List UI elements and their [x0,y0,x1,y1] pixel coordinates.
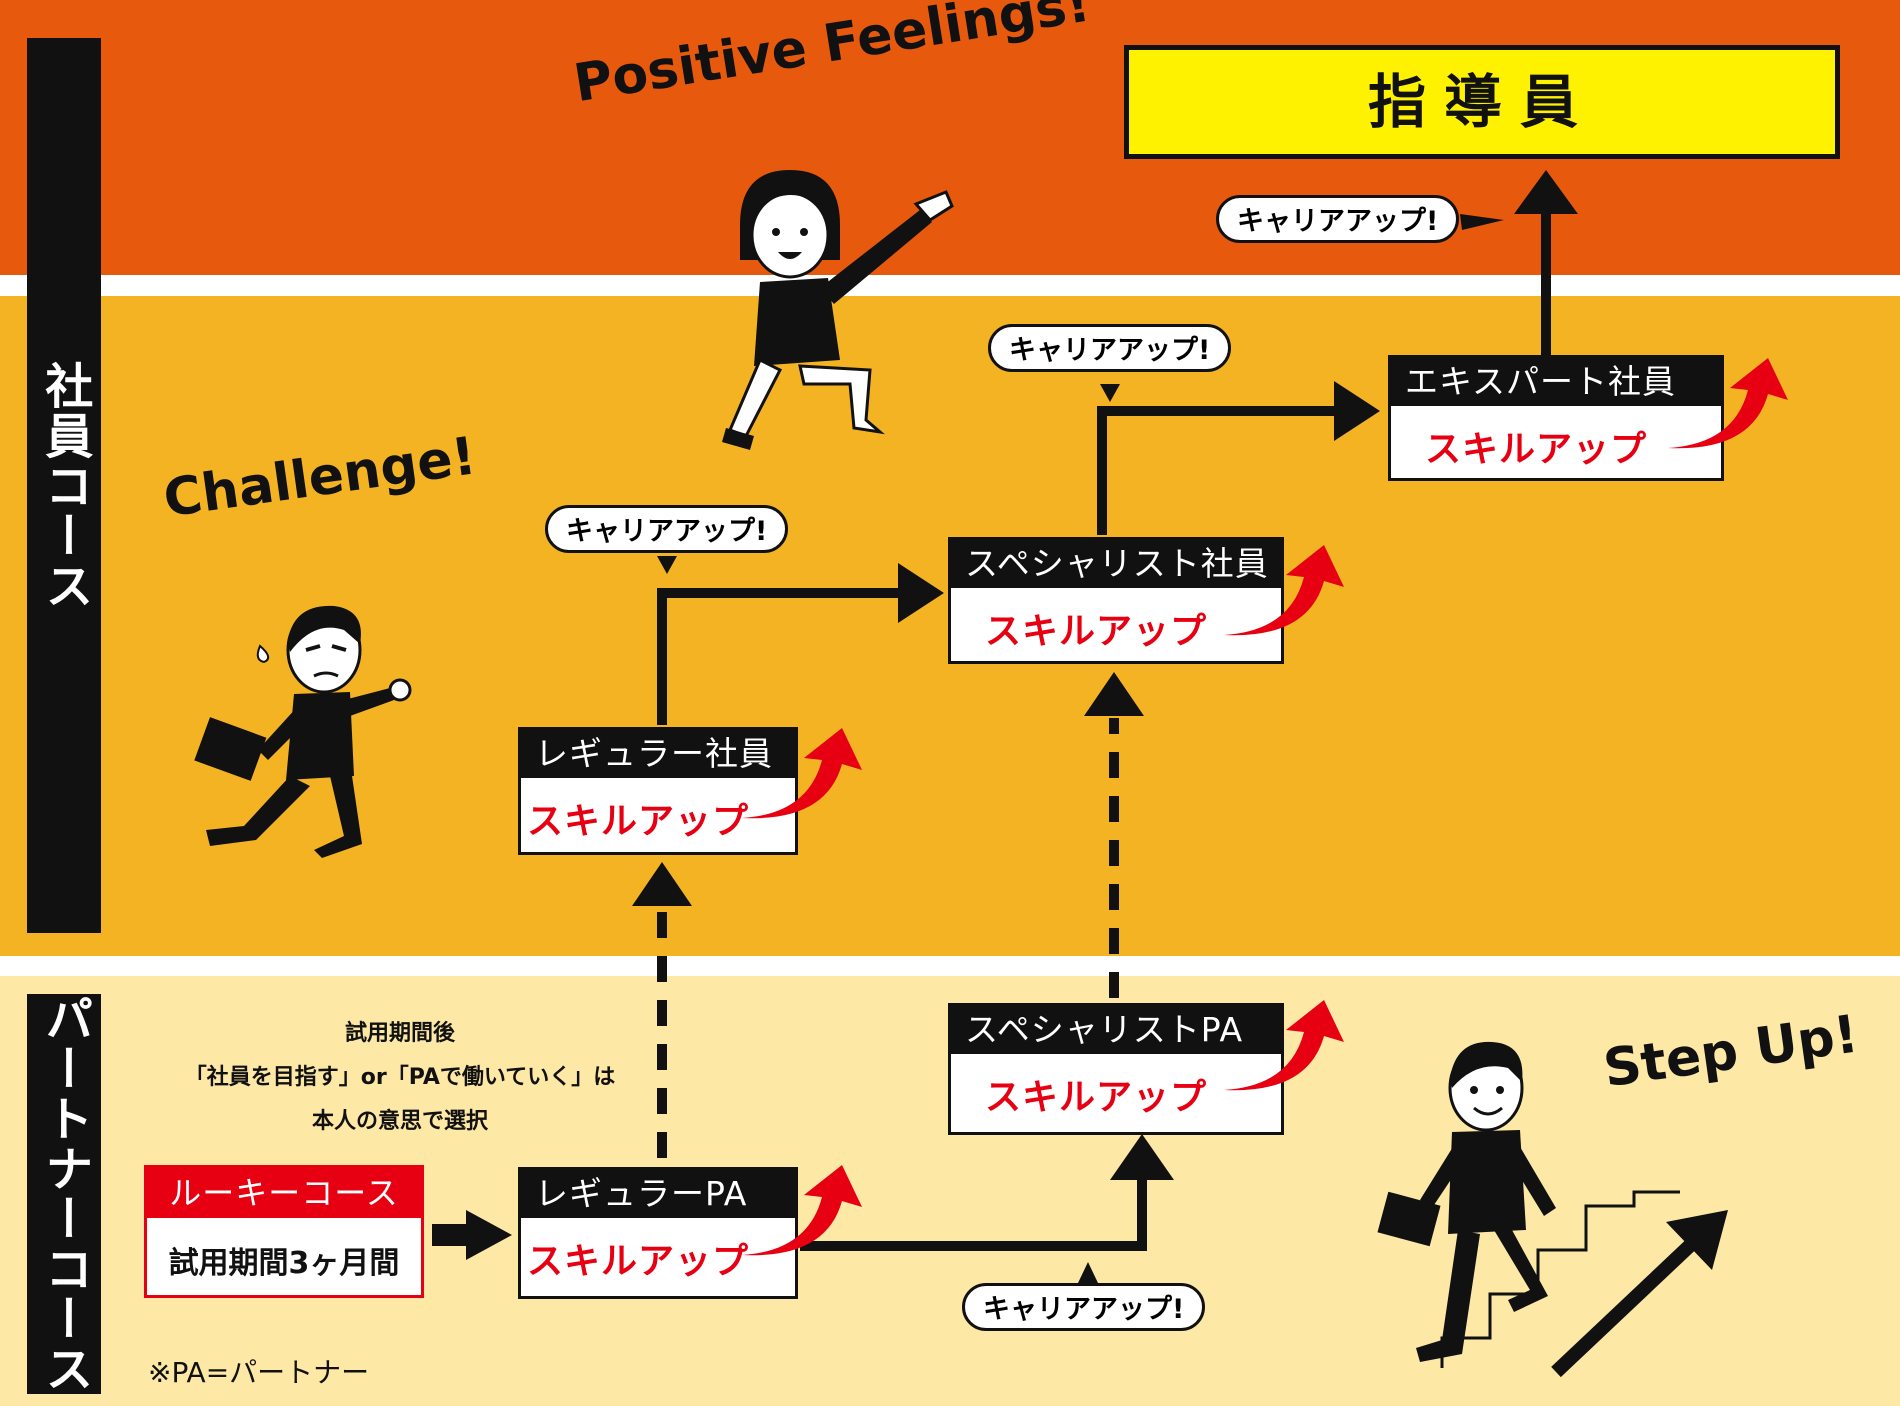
career-up-bubble: キャリアアップ! [962,1283,1206,1331]
note-line: 「社員を目指す」or「PAで働いていく」は [184,1065,616,1090]
career-up-bubble: キャリアアップ! [1216,195,1460,243]
stair-climbing-man-illustration [1377,1041,1556,1362]
skill-up-arrow-icon [742,728,862,819]
course-specialist-employee: スペシャリスト社員 スキルアップ [948,537,1284,664]
course-specialist-pa: スペシャリストPA スキルアップ [948,1003,1284,1135]
skill-up-label: スキルアップ [526,1241,749,1282]
skill-up-arrow-icon [1224,545,1344,636]
course-expert-employee: エキスパート社員 スキルアップ [1388,355,1724,481]
rookie-title: ルーキーコース [147,1168,421,1218]
skill-up-label: スキルアップ [526,801,749,842]
selection-note: 試用期間後 「社員を目指す」or「PAで働いていく」は 本人の意思で選択 [130,1012,670,1144]
partner-course-label: パートナーコース [27,994,101,1394]
career-up-bubble: キャリアアップ! [545,505,789,553]
skill-up-arrow-icon [1224,1000,1344,1091]
course-regular-pa: レギュラーPA スキルアップ [518,1167,798,1299]
rookie-body: 試用期間3ヶ月間 [168,1246,400,1281]
pa-footnote: ※PA=パートナー [148,1356,370,1389]
course-title: レギュラーPA [521,1170,795,1218]
course-title: スペシャリスト社員 [951,540,1281,588]
instructor-box: 指導員 [1124,45,1840,159]
course-regular-employee: レギュラー社員 スキルアップ [518,727,798,855]
course-title: エキスパート社員 [1391,358,1721,406]
skill-up-arrow-icon [1668,358,1788,449]
career-up-bubble: キャリアアップ! [988,324,1232,372]
employee-course-label: 社員コース [27,38,101,933]
note-line: 試用期間後 [344,1021,455,1046]
course-title: レギュラー社員 [521,730,795,778]
note-line: 本人の意思で選択 [311,1109,488,1134]
skill-up-label: スキルアップ [984,1077,1207,1118]
rookie-course-box: ルーキーコース 試用期間3ヶ月間 [144,1165,424,1298]
skill-up-arrow-icon [742,1165,862,1256]
skill-up-label: スキルアップ [1424,429,1647,470]
skill-up-label: スキルアップ [984,611,1207,652]
running-man-illustration [194,605,412,858]
course-title: スペシャリストPA [951,1006,1281,1054]
pointing-woman-illustration [722,170,954,450]
